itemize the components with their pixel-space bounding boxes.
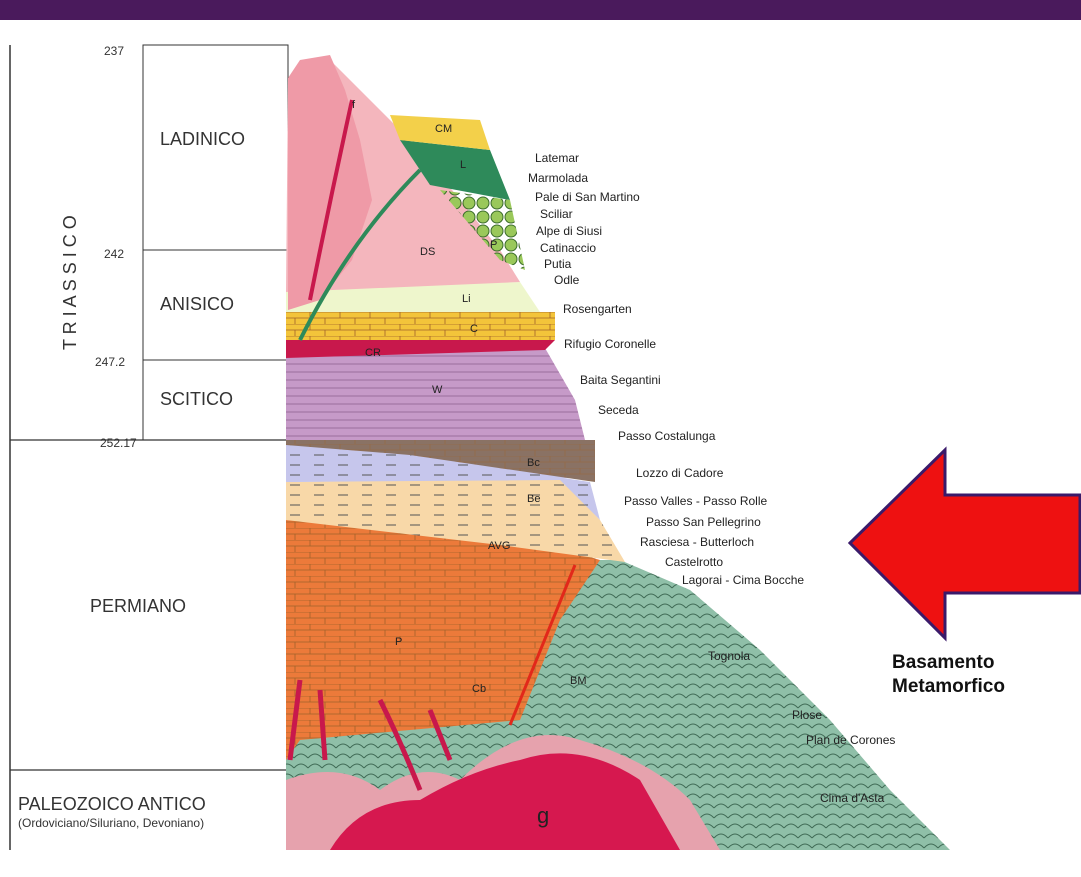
loc-rosengarten: Rosengarten: [563, 302, 632, 316]
period-triassico: T R I A S S I C O: [60, 215, 80, 350]
loc-tognola: Tognola: [708, 649, 750, 663]
loc-seceda: Seceda: [598, 403, 639, 417]
loc-marmolada: Marmolada: [528, 171, 588, 185]
age-252: 252.17: [100, 436, 137, 450]
label-w: W: [432, 384, 443, 396]
label-p: P: [395, 636, 402, 648]
label-cm: CM: [435, 123, 452, 135]
loc-pale: Pale di San Martino: [535, 190, 640, 204]
loc-catinaccio: Catinaccio: [540, 241, 596, 255]
period-paleozoico-sub: (Ordoviciano/Siluriano, Devoniano): [18, 816, 204, 830]
stage-anisico: ANISICO: [160, 294, 234, 314]
loc-segantini: Baita Segantini: [580, 373, 661, 387]
loc-castelrotto: Castelrotto: [665, 555, 723, 569]
loc-sciliar: Sciliar: [540, 207, 573, 221]
loc-plan: Plan de Corones: [806, 733, 895, 747]
basamento-line2: Metamorfico: [892, 676, 1005, 697]
loc-plose: Plose: [792, 708, 822, 722]
label-avg: AVG: [488, 540, 510, 552]
label-li: Li: [462, 293, 471, 305]
age-237: 237: [104, 44, 124, 58]
stage-scitico: SCITICO: [160, 389, 233, 409]
loc-coronelle: Rifugio Coronelle: [564, 337, 656, 351]
label-g: g: [537, 803, 549, 828]
label-ds: DS: [420, 246, 435, 258]
label-c: C: [470, 323, 478, 335]
label-p-top: P: [490, 239, 497, 251]
label-cb: Cb: [472, 683, 486, 695]
loc-lagorai: Lagorai - Cima Bocche: [682, 573, 804, 587]
stage-ladinico: LADINICO: [160, 129, 245, 149]
loc-valles: Passo Valles - Passo Rolle: [624, 494, 768, 508]
loc-pellegrino: Passo San Pellegrino: [646, 515, 761, 529]
loc-latemar: Latemar: [535, 151, 579, 165]
label-bm: BM: [570, 675, 587, 687]
label-l: L: [460, 159, 466, 171]
label-be: Be: [527, 493, 540, 505]
period-permiano: PERMIANO: [90, 596, 186, 616]
period-paleozoico: PALEOZOICO ANTICO: [18, 794, 206, 814]
age-247: 247.2: [95, 355, 125, 369]
label-f: f: [352, 99, 356, 111]
loc-alpe: Alpe di Siusi: [536, 224, 602, 238]
loc-putia: Putia: [544, 257, 572, 271]
label-bc: Bc: [527, 457, 540, 469]
loc-rasciesa: Rasciesa - Butterloch: [640, 535, 754, 549]
loc-cima-asta: Cima d'Asta: [820, 791, 885, 805]
loc-lozzo: Lozzo di Cadore: [636, 466, 724, 480]
loc-costalunga: Passo Costalunga: [618, 429, 716, 443]
loc-odle: Odle: [554, 273, 580, 287]
age-242: 242: [104, 247, 124, 261]
basamento-line1: Basamento: [892, 652, 994, 673]
label-cr: CR: [365, 347, 381, 359]
